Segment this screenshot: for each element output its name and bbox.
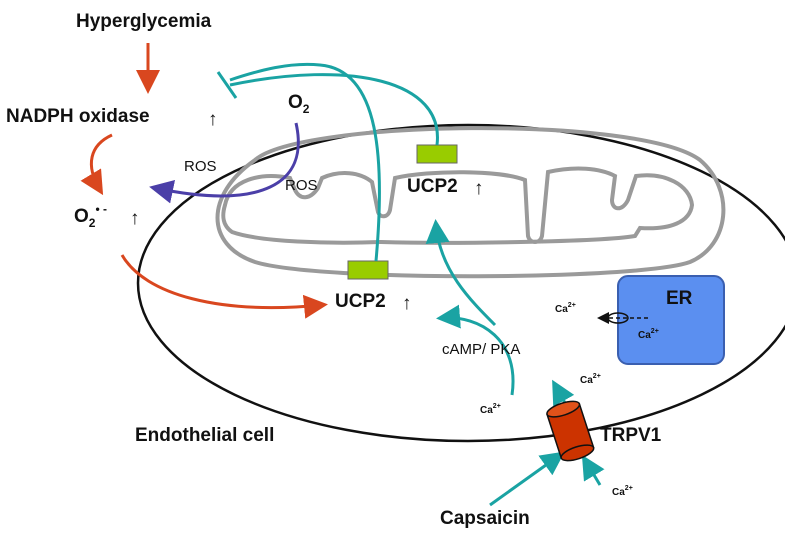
label-ucp2-top: UCP2 — [407, 176, 458, 197]
label-ucp2-bottom: UCP2 — [335, 291, 386, 312]
label-o2: O2 — [288, 92, 310, 116]
ca-label-er-inside: Ca2+ — [638, 328, 659, 341]
inhibition-ucp2-top-to-nadph — [229, 73, 439, 146]
arrow-capsaicin-to-trpv1 — [489, 451, 565, 507]
label-ros-outer: ROS — [184, 158, 217, 175]
arrow-ca-to-ucp2-top — [425, 219, 497, 327]
endoplasmic-reticulum — [617, 275, 725, 365]
ca-label-er-left: Ca2+ — [555, 302, 576, 315]
label-nadph-oxidase: NADPH oxidase — [6, 106, 150, 127]
endothelial-cell-membrane — [136, 123, 785, 443]
trpv1-channel — [546, 400, 595, 462]
label-camp-pka: cAMP/ PKA — [442, 341, 520, 358]
ucp2-top-up-arrow: ↑ — [474, 178, 484, 199]
label-ros-inner: ROS — [285, 177, 318, 194]
nadph-up-arrow: ↑ — [208, 109, 218, 130]
label-superoxide: O2• - — [74, 202, 107, 230]
ca-label-extracellular: Ca2+ — [612, 485, 633, 498]
mitochondrion-inner-membrane — [221, 166, 695, 245]
label-capsaicin: Capsaicin — [440, 508, 530, 529]
arrow-ca-influx-bottom — [581, 454, 605, 486]
ca-label-cytosol: Ca2+ — [480, 403, 501, 416]
label-trpv1: TRPV1 — [600, 425, 662, 446]
ca-label-trpv1-top: Ca2+ — [580, 373, 601, 386]
label-hyperglycemia: Hyperglycemia — [76, 11, 212, 32]
arrow-ca-to-ucp2-bottom — [436, 304, 515, 396]
arrow-superoxide-to-ucp2 — [120, 254, 328, 319]
er-channel-icon — [607, 312, 629, 324]
ucp2-bottom-channel — [347, 260, 389, 280]
superoxide-up-arrow: ↑ — [130, 208, 140, 229]
inhibition-ucp2-bottom-to-nadph — [229, 62, 381, 262]
ucp2-top-channel — [416, 144, 458, 164]
mitochondrion-outer-membrane — [215, 126, 726, 279]
label-er: ER — [666, 288, 693, 309]
inhibition-bar — [216, 71, 238, 99]
arrow-o2-ros-to-superoxide — [149, 122, 300, 204]
arrow-nadph-to-superoxide — [80, 133, 113, 196]
ucp2-bottom-up-arrow: ↑ — [402, 293, 412, 314]
label-endothelial-cell: Endothelial cell — [135, 425, 274, 446]
